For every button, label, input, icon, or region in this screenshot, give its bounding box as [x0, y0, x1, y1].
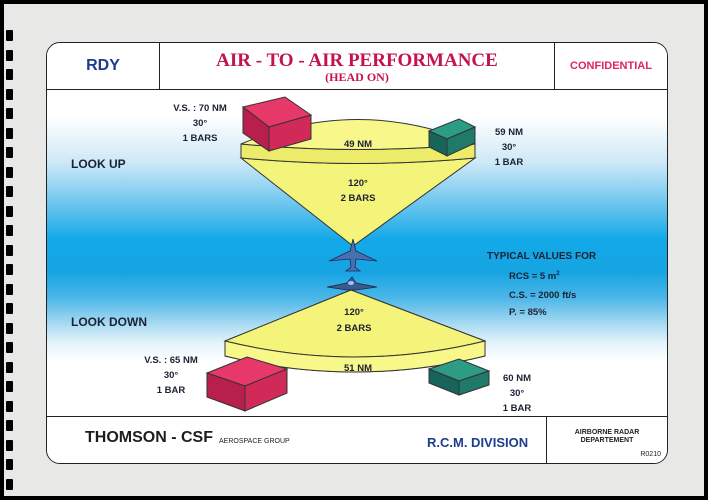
look-up-range: 49 NM [344, 139, 372, 150]
binding-ring [6, 322, 13, 334]
look-down-left-volume [205, 356, 289, 412]
diagram-graphics [55, 96, 633, 459]
typical-rcs: RCS = 5 m2 [509, 271, 560, 283]
binding-ring [6, 361, 13, 373]
look-down-right-volume [427, 358, 491, 396]
look-down-bars: 2 BARS [336, 323, 372, 334]
look-down-range: 51 NM [344, 363, 372, 374]
look-down-right-bars: 1 BAR [502, 403, 532, 414]
look-down-label: LOOK DOWN [71, 315, 147, 329]
look-up-left-volume [241, 96, 313, 152]
binding-ring [6, 439, 13, 451]
look-up-left-bars: 1 BARS [182, 133, 218, 144]
aircraft-lower-icon [326, 276, 378, 291]
binding-ring [6, 108, 13, 119]
binding-ring [6, 283, 13, 295]
binding-ring [6, 30, 13, 41]
binding-ring [6, 88, 13, 100]
look-up-right-bars: 1 BAR [494, 157, 524, 168]
binding-ring [6, 127, 13, 139]
spiral-binding [4, 0, 18, 500]
look-up-azimuth: 120° [348, 178, 368, 189]
look-up-left-angle: 30° [192, 118, 208, 129]
footer-bar: THOMSON - CSF AEROSPACE GROUP R.C.M. DIV… [47, 416, 667, 463]
binding-ring [6, 225, 13, 236]
look-down-left-vs: V.S. : 65 NM [144, 355, 198, 366]
look-up-right-angle: 30° [501, 142, 517, 153]
department-label: AIRBORNE RADAR DEPARTEMENT [574, 429, 640, 444]
binding-ring [6, 342, 13, 353]
slide-subtitle: (HEAD ON) [325, 70, 389, 84]
look-up-label: LOOK UP [71, 157, 126, 171]
look-up-right-info: 59 NM 30° 1 BAR [479, 125, 539, 170]
binding-ring [6, 478, 13, 490]
look-up-bars: 2 BARS [340, 193, 376, 204]
look-down-right-info: 60 NM 30° 1 BAR [487, 371, 547, 416]
classification-label: CONFIDENTIAL [554, 43, 667, 89]
typical-cs: C.S. = 2000 ft/s [509, 290, 577, 301]
look-down-right-angle: 30° [509, 388, 525, 399]
department-box: AIRBORNE RADAR DEPARTEMENT R0210 [546, 417, 667, 463]
aircraft-upper-icon [328, 238, 378, 272]
binding-ring [6, 69, 13, 80]
slide-title: AIR - TO - AIR PERFORMANCE [216, 50, 498, 71]
typical-heading: TYPICAL VALUES FOR [487, 251, 597, 262]
company-logo: THOMSON - CSF AEROSPACE GROUP [55, 429, 290, 447]
look-up-right-range: 59 NM [495, 127, 523, 138]
binding-ring [6, 420, 13, 431]
look-down-azimuth: 120° [344, 307, 364, 318]
mode-label: RDY [47, 43, 160, 89]
binding-ring [6, 400, 13, 412]
typical-p: P. = 85% [509, 307, 547, 318]
division-label: R.C.M. DIVISION [427, 435, 529, 450]
look-down-sector [223, 289, 487, 373]
binding-ring [6, 264, 13, 275]
binding-ring [6, 459, 13, 470]
binding-ring [6, 166, 13, 178]
look-down-left-info: V.S. : 65 NM 30° 1 BAR [131, 353, 211, 398]
binding-ring [6, 244, 13, 256]
slide-card: RDY AIR - TO - AIR PERFORMANCE (HEAD ON)… [46, 42, 668, 464]
header-bar: RDY AIR - TO - AIR PERFORMANCE (HEAD ON)… [47, 43, 667, 90]
look-down-left-angle: 30° [163, 370, 179, 381]
company-group: AEROSPACE GROUP [219, 437, 290, 445]
binding-ring [6, 147, 13, 158]
binding-ring [6, 381, 13, 392]
binding-ring [6, 49, 13, 61]
binding-ring [6, 303, 13, 314]
binding-ring [6, 205, 13, 217]
company-name: THOMSON - CSF [85, 429, 213, 446]
look-up-right-volume [427, 118, 477, 157]
binding-ring [6, 186, 13, 197]
look-down-left-bars: 1 BAR [156, 385, 186, 396]
look-up-left-vs: V.S. : 70 NM [173, 103, 227, 114]
look-down-right-range: 60 NM [503, 373, 531, 384]
look-up-left-info: V.S. : 70 NM 30° 1 BARS [155, 101, 245, 146]
reference-code: R0210 [640, 451, 661, 458]
